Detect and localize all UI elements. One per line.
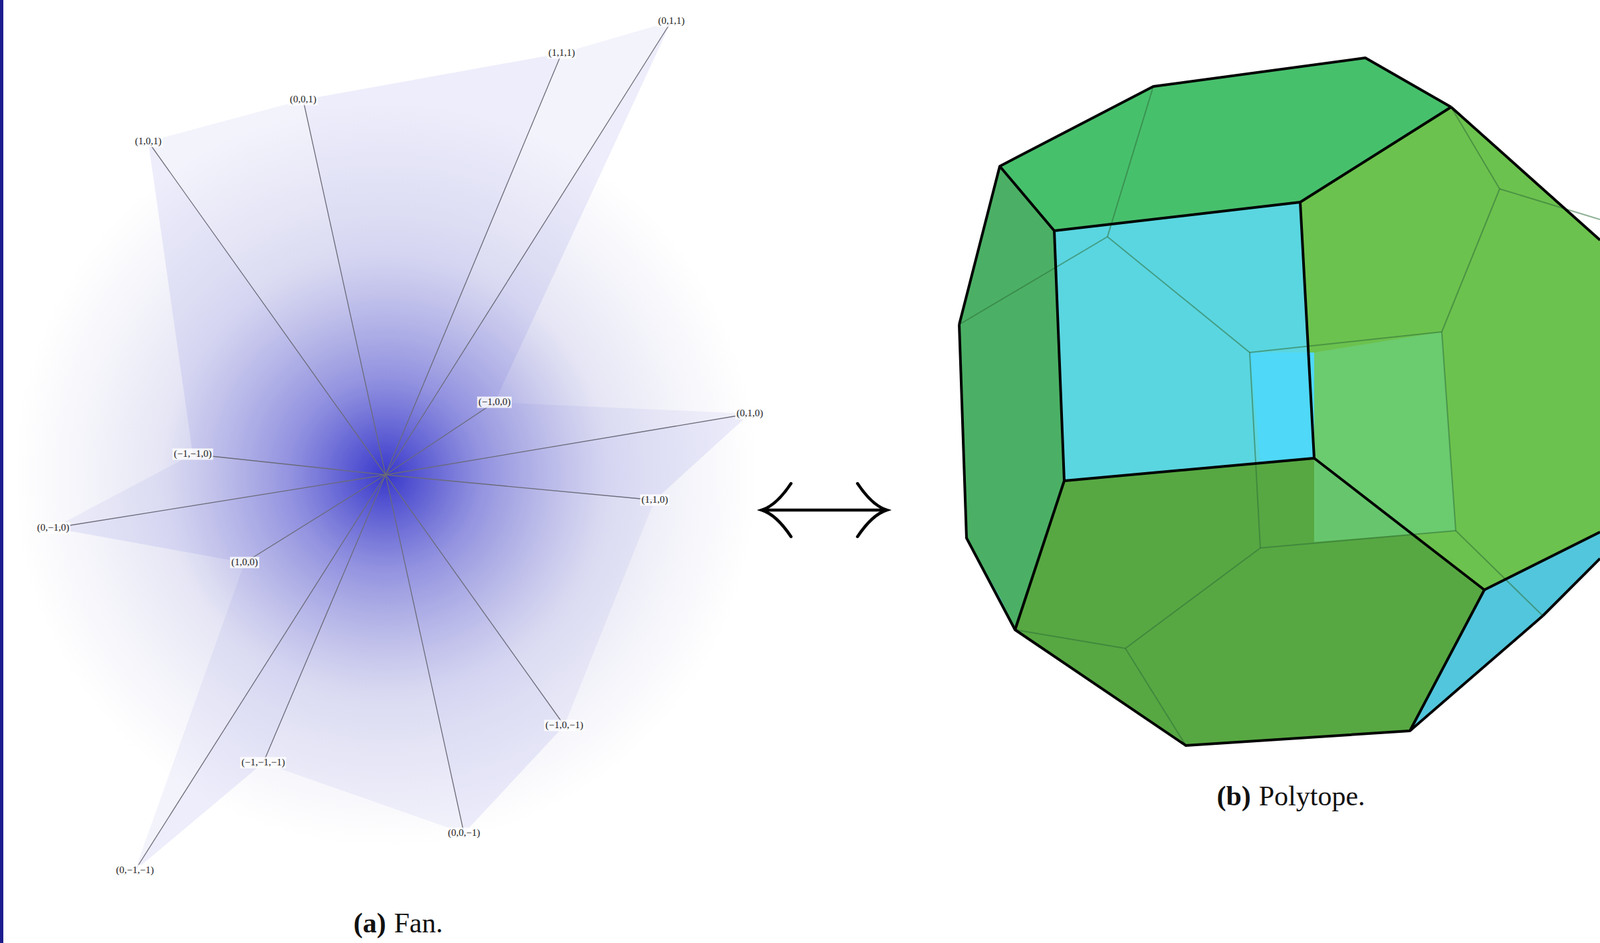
fan-cone (53, 454, 386, 528)
fan-ray (263, 474, 386, 763)
ray-label: (0,1,1) (656, 15, 686, 27)
ray-label: (1,1,0) (640, 493, 670, 506)
ray-label: (1,0,1) (133, 135, 163, 147)
caption-text: Polytope. (1258, 779, 1366, 812)
subfigure-caption: (b)Polytope. (1216, 779, 1365, 812)
fan-ray (134, 474, 386, 871)
caption-tag: (a) (353, 906, 387, 939)
ray-label: (−1,−1,0) (172, 448, 214, 460)
fan-cones (53, 21, 750, 871)
ray-label: (−1,−1,−1) (239, 756, 286, 768)
fan-ray (385, 402, 495, 475)
ray-label: (0,0,−1) (446, 826, 482, 839)
polytope (959, 57, 1600, 746)
ray-label: (0,1,0) (735, 407, 765, 419)
ray-label: (0,−1,−1) (114, 864, 156, 876)
fan-rays (53, 21, 750, 871)
double-arrow (761, 483, 887, 537)
fan-ray (385, 474, 565, 726)
fan-ray (244, 474, 386, 563)
ray-label: (0,−1,0) (35, 521, 71, 534)
subfigure-caption: (a)Fan. (353, 906, 443, 939)
fan-ray (385, 21, 672, 475)
caption-text: Fan. (394, 906, 444, 939)
ray-label: (1,1,1) (547, 47, 577, 59)
ray-label: (−1,0,0) (477, 396, 512, 408)
ray-label: (1,0,0) (229, 556, 260, 568)
ray-label: (0,0,1) (288, 93, 318, 106)
ray-label: (−1,0,−1) (544, 719, 585, 731)
page-border (0, 0, 4, 943)
caption-tag: (b) (1216, 779, 1251, 812)
fan-ray (385, 474, 464, 833)
fan-ray (385, 474, 655, 500)
fan-ray (53, 474, 386, 528)
fan-ray (303, 99, 386, 475)
fan-ray (385, 413, 750, 475)
fan-ray (192, 454, 386, 475)
fan-ray (148, 141, 386, 475)
fan-ray (385, 53, 562, 475)
